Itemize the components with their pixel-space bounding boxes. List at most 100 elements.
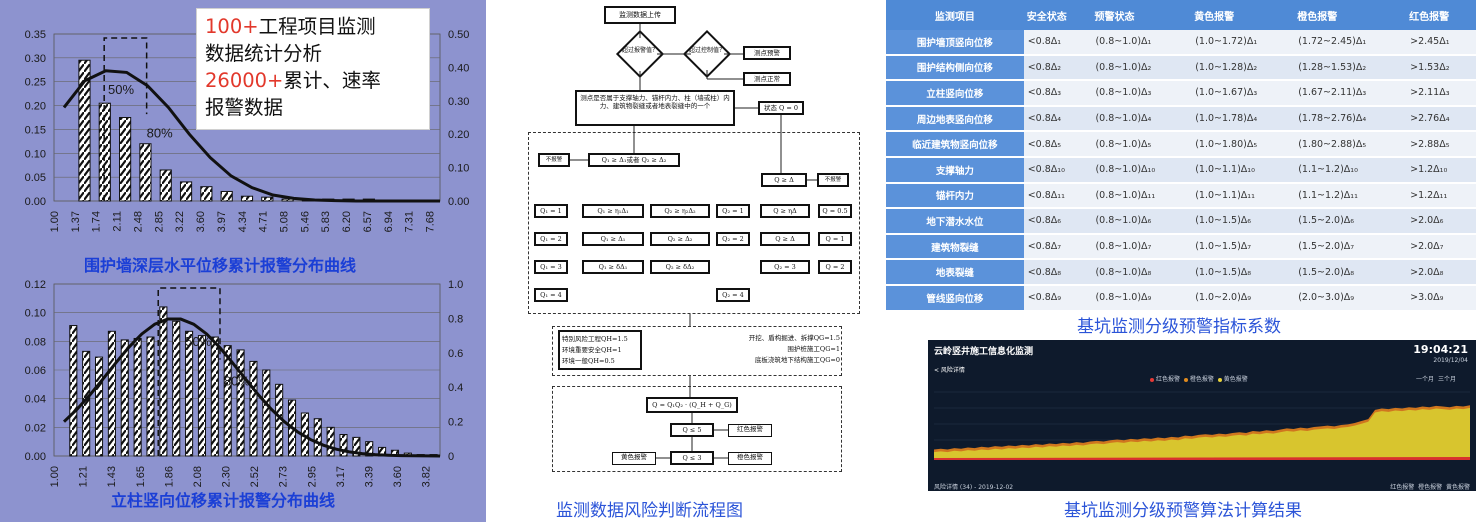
dashboard-title: 云岭竖井施工信息化监测	[934, 347, 1034, 357]
bar	[119, 117, 132, 202]
bar	[172, 320, 181, 457]
y-tick-label: 0.12	[25, 279, 46, 291]
callout-alarm-text: 累计、速率	[283, 69, 381, 92]
x-tick-label: 7.68	[425, 211, 437, 232]
table-cell: (1.28~1.53)Δ₂	[1294, 54, 1407, 82]
risk-right-3: 底板浇筑地下结构施工QG=0	[754, 356, 840, 364]
warning-table-panel: 监测项目安全状态预警状态黄色报警橙色报警红色报警 围护墙顶竖向位移<0.8Δ₁(…	[886, 0, 1476, 312]
table-cell: (1.78~2.76)Δ₄	[1294, 105, 1407, 133]
dashboard-back-link[interactable]: < 风险详情	[934, 367, 965, 374]
bar	[159, 169, 172, 202]
table-item-cell: 立柱竖向位移	[886, 80, 1024, 107]
table-cell: <0.8Δ₂	[1023, 54, 1092, 82]
bar	[197, 335, 207, 457]
y-tick-label: 0.02	[25, 422, 46, 434]
flow-normal-box: 测点正常	[743, 72, 791, 86]
bar	[120, 339, 129, 457]
table-cell: (0.8~1.0)Δ₂	[1091, 54, 1192, 82]
bar	[146, 336, 155, 457]
bar	[339, 434, 348, 457]
table-cell: >1.53Δ₂	[1406, 54, 1476, 82]
table-header-cell: 黄色报警	[1191, 0, 1295, 30]
x-tick-label: 1.00	[49, 211, 61, 232]
table-cell: >2.0Δ₆	[1406, 208, 1476, 235]
x-tick-label: 2.73	[278, 466, 290, 487]
table-cell: <0.8Δ₁₀	[1023, 156, 1092, 184]
range-tab-3m[interactable]: 三个月	[1437, 376, 1456, 383]
table-item-cell: 地下潜水水位	[886, 208, 1024, 235]
annotation-50: 50%	[108, 82, 134, 97]
table-header-cell: 监测项目	[886, 0, 1024, 30]
table-cell: >2.45Δ₁	[1406, 30, 1476, 56]
legend-orange-dot	[1183, 377, 1188, 382]
callout-line2: 数据统计分析	[205, 42, 323, 65]
flow-diamond-1	[615, 29, 665, 79]
bar	[236, 349, 245, 457]
table-cell: >2.0Δ₈	[1406, 259, 1476, 286]
table-cell: (0.8~1.0)Δ₅	[1091, 131, 1192, 158]
flow-section-2	[552, 326, 842, 376]
flow-grid-box: Q = 0.5	[818, 204, 852, 218]
flow-decision-1: 超过报警值？	[621, 47, 658, 54]
x-tick-label: 1.86	[163, 466, 175, 487]
table-cell: (0.8~1.0)Δ₄	[1091, 105, 1192, 133]
y-tick-label: 0.05	[25, 172, 46, 184]
footer-red: 红色报警	[1390, 484, 1415, 491]
bar	[326, 426, 335, 457]
table-cell: (1.67~2.11)Δ₃	[1294, 80, 1407, 107]
callout-line4: 报警数据	[205, 96, 284, 119]
table-cell: <0.8Δ₁₁	[1023, 182, 1092, 210]
flow-caption: 监测数据风险判断流程图	[556, 501, 743, 521]
table-row: 立柱竖向位移<0.8Δ₃(0.8~1.0)Δ₃(1.0~1.67)Δ₃(1.67…	[886, 80, 1476, 107]
table-cell: (0.8~1.0)Δ₃	[1091, 80, 1192, 107]
table-row: 锚杆内力<0.8Δ₁₁(0.8~1.0)Δ₁₁(1.0~1.1)Δ₁₁(1.1~…	[886, 182, 1476, 210]
bar	[94, 356, 104, 457]
flow-risk-left: 特別风险工程QH=1.5 环境重要安全QH=1 环境一般QH=0.5	[558, 330, 642, 370]
x-tick-label: 1.00	[49, 466, 61, 487]
flow-grid-box: Q₂ ≥ η₂Δ₂	[650, 204, 710, 218]
warning-index-table: 监测项目安全状态预警状态黄色报警橙色报警红色报警 围护墙顶竖向位移<0.8Δ₁(…	[886, 0, 1476, 312]
table-cell: <0.8Δ₁	[1023, 30, 1092, 56]
bar	[249, 360, 258, 457]
flow-diamond-2	[682, 29, 732, 79]
table-cell: (0.8~1.0)Δ₆	[1091, 208, 1192, 235]
legend-red-dot	[1150, 377, 1154, 382]
table-cell: <0.8Δ₅	[1023, 131, 1092, 158]
x-tick-label: 5.08	[279, 211, 291, 232]
flow-ra: Q ≤ 5	[670, 423, 714, 437]
y-tick-label: 0.25	[25, 77, 46, 89]
bar	[365, 441, 374, 457]
table-item-cell: 支撑轴力	[886, 156, 1024, 184]
table-row: 管线竖向位移<0.8Δ₉(0.8~1.0)Δ₉(1.0~2.0)Δ₉(2.0~3…	[886, 284, 1476, 312]
flow-grid-box: Q₂ = 1	[716, 204, 750, 218]
y2-tick-label: 0.00	[448, 196, 469, 208]
x-tick-label: 1.74	[91, 211, 103, 232]
table-item-cell: 地表裂缝	[886, 259, 1024, 286]
range-tab-1m[interactable]: 一个月	[1415, 376, 1434, 383]
x-tick-label: 2.95	[306, 466, 318, 487]
table-item-cell: 锚杆内力	[886, 182, 1024, 210]
table-cell: (1.0~1.28)Δ₂	[1191, 54, 1295, 82]
bar	[185, 330, 194, 457]
table-cell: <0.8Δ₃	[1023, 80, 1092, 107]
bar	[159, 306, 168, 457]
flow-grid-box: Q₂ = 4	[716, 288, 750, 302]
table-cell: (1.72~2.45)Δ₁	[1294, 30, 1407, 56]
table-body: 围护墙顶竖向位移<0.8Δ₁(0.8~1.0)Δ₁(1.0~1.72)Δ₁(1.…	[886, 30, 1476, 312]
table-cell: (1.5~2.0)Δ₆	[1294, 208, 1407, 235]
flow-grid-box: Q₂ = 2	[716, 232, 750, 246]
table-cell: (2.0~3.0)Δ₉	[1294, 284, 1407, 312]
x-tick-label: 5.46	[299, 211, 311, 232]
percentile-bracket	[103, 37, 148, 201]
y2-tick-label: 0.50	[448, 29, 469, 41]
table-cell: (1.0~1.78)Δ₄	[1191, 105, 1295, 133]
table-cell: <0.8Δ₄	[1023, 105, 1092, 133]
table-cell: (0.8~1.0)Δ₁	[1091, 30, 1192, 56]
y-tick-label: 0.15	[25, 124, 46, 136]
bar	[133, 337, 142, 457]
risk-left-3: 环境一般QH=0.5	[562, 357, 615, 365]
y-tick-label: 0.08	[25, 336, 46, 348]
y2-tick-label: 0.10	[448, 163, 469, 175]
x-tick-label: 1.65	[135, 466, 147, 487]
